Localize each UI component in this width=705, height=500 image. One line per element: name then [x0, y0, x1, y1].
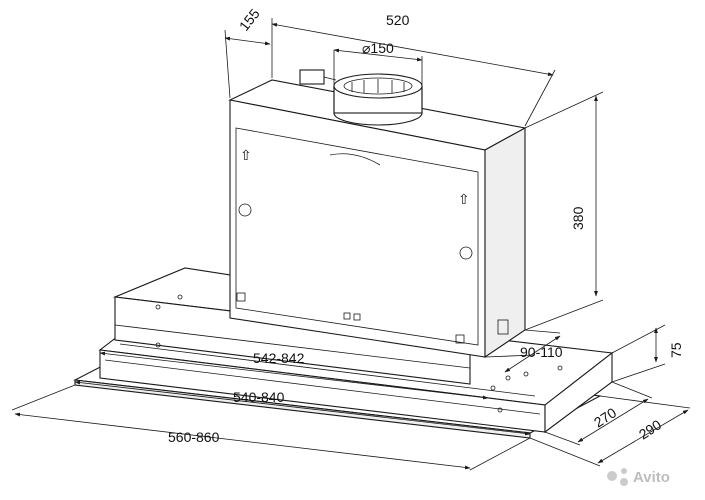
motor-housing: ⇧ ⇧	[228, 79, 527, 359]
fixing-hole-icon	[238, 203, 252, 217]
dimension-lines	[11, 18, 691, 471]
arrow-up-icon: ⇧	[240, 147, 252, 163]
dim-560-860-label: 560-860	[168, 429, 220, 445]
avito-logo-icon	[607, 471, 617, 481]
dim-542-842-label: 542-842	[253, 350, 305, 366]
dim-380-label: 380	[570, 206, 586, 230]
watermark-text: Avito	[633, 469, 670, 486]
dim-90-110-label: 90-110	[520, 344, 563, 360]
dim-150-label: ⌀150	[362, 40, 394, 56]
dim-540-840-label: 540-840	[233, 389, 285, 405]
dim-520-label: 520	[386, 12, 410, 28]
dim-75-label: 75	[668, 342, 684, 358]
dim-155-label: 155	[236, 5, 263, 33]
fixing-hole-icon	[459, 246, 473, 260]
arrow-up-icon: ⇧	[458, 191, 470, 207]
watermark: Avito	[607, 468, 670, 486]
dim-270-label: 270	[591, 404, 619, 430]
